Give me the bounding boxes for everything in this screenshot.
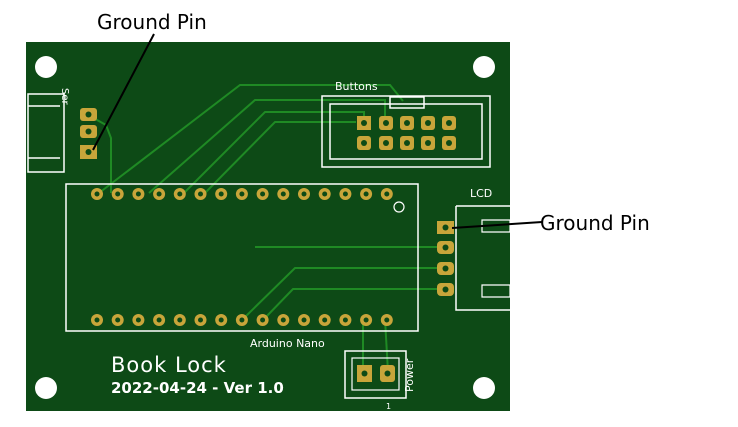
buttons-pads (357, 116, 456, 150)
nano-top-pin-hole-12 (322, 191, 328, 197)
nano-top-pin-hole-11 (301, 191, 307, 197)
board-title: Book Lock (111, 353, 227, 377)
nano-bottom-pin-hole-11 (301, 317, 307, 323)
nano-top-pin-hole-14 (363, 191, 369, 197)
nano-bottom-pin-hole-7 (218, 317, 224, 323)
nano-bottom-pin-hole-10 (280, 317, 286, 323)
nano-top-pin-hole-3 (135, 191, 141, 197)
nano-top-pin-hole-8 (239, 191, 245, 197)
nano-bottom-pins (91, 314, 393, 326)
nano-bottom-pin-hole-14 (363, 317, 369, 323)
nano-top-pin-hole-13 (342, 191, 348, 197)
nano-top-pins (91, 188, 393, 200)
arduino-nano-label: Arduino Nano (250, 337, 325, 350)
mounting-hole-br (473, 377, 495, 399)
callout-top-leader (92, 33, 155, 151)
buttons-label: Buttons (335, 80, 378, 93)
nano-bottom-pin-hole-5 (177, 317, 183, 323)
nano-bottom-pin-hole-13 (342, 317, 348, 323)
nano-top-pin-hole-15 (384, 191, 390, 197)
nano-bottom-pin-hole-4 (156, 317, 162, 323)
pin1-marker: 1 (386, 402, 391, 411)
mounting-hole-tr (473, 56, 495, 78)
nano-top-pin-hole-1 (94, 191, 100, 197)
power-label: Power (403, 358, 416, 392)
nano-bottom-pin-hole-9 (260, 317, 266, 323)
servo-label: Ser (59, 88, 70, 106)
nano-top-pin-hole-5 (177, 191, 183, 197)
arduino-nano-footprint: Arduino Nano (65, 183, 419, 350)
nano-bottom-pin-hole-8 (239, 317, 245, 323)
power-connector: Power 1 (344, 350, 416, 411)
mounting-hole-tl (35, 56, 57, 78)
board-date-version: 2022-04-24 - Ver 1.0 (111, 379, 284, 397)
nano-top-pin-hole-4 (156, 191, 162, 197)
nano-top-pin-hole-10 (280, 191, 286, 197)
lcd-label: LCD (470, 187, 492, 200)
nano-bottom-pin-hole-15 (384, 317, 390, 323)
mounting-hole-bl (35, 377, 57, 399)
nano-bottom-pin-hole-6 (198, 317, 203, 323)
buttons-header: Buttons (321, 80, 491, 168)
nano-bottom-pin-hole-1 (94, 317, 100, 323)
callout-right-leader (451, 221, 543, 229)
nano-bottom-pin-hole-2 (115, 317, 121, 323)
nano-top-pin-hole-9 (260, 191, 266, 197)
lcd-connector: LCD (437, 187, 511, 311)
nano-bottom-pin-hole-3 (135, 317, 141, 323)
nano-top-pin-hole-2 (115, 191, 121, 197)
nano-top-pin-hole-6 (198, 191, 203, 197)
nano-top-pin-hole-7 (218, 191, 224, 197)
nano-bottom-pin-hole-12 (322, 317, 328, 323)
ground-pin-callout-right: Ground Pin (540, 211, 650, 235)
ground-pin-callout-top: Ground Pin (97, 10, 207, 34)
